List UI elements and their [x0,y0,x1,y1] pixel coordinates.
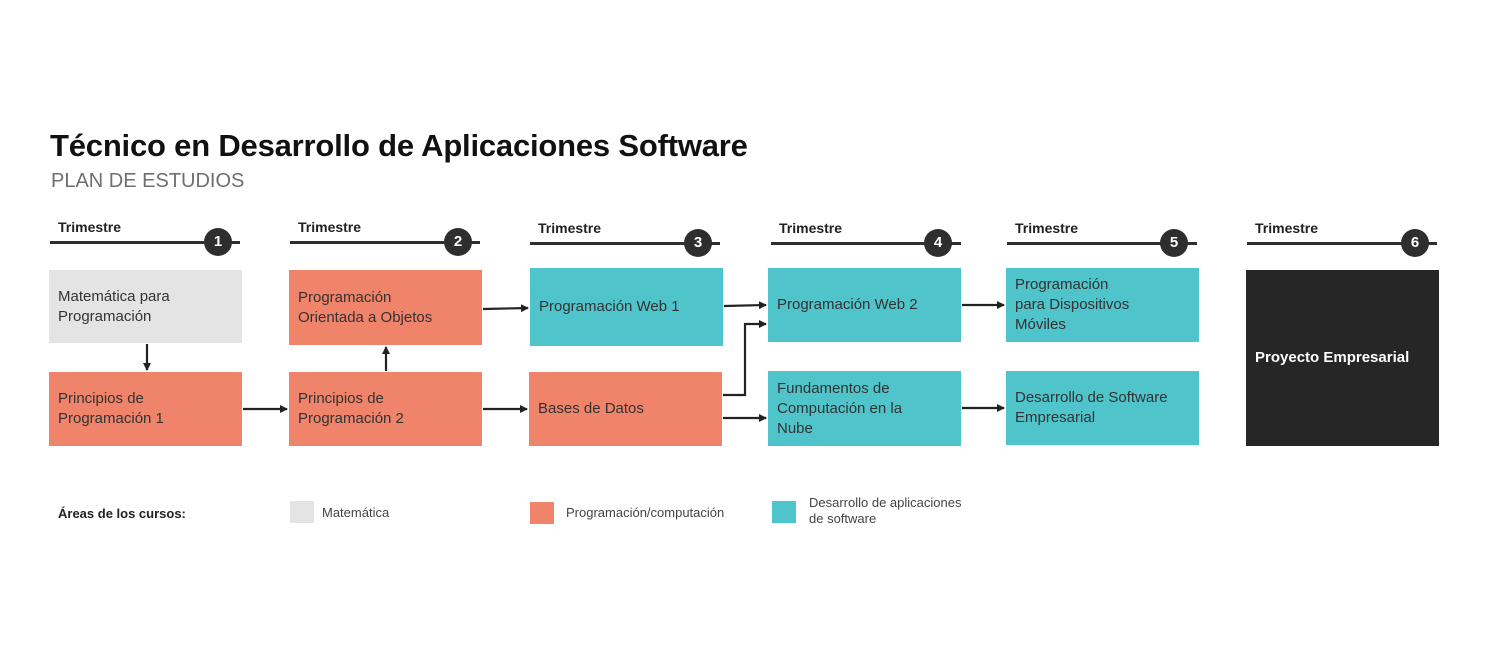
term-number-badge: 2 [444,228,472,256]
course-label: Programación Web 1 [539,298,680,315]
course-principios-programacion-2: Principios de Programación 2 [289,372,482,446]
term-divider [290,241,480,244]
course-fundamentos-computacion-nube: Fundamentos de Computación en la Nube [768,371,961,446]
term-header-2: Trimestre 2 [290,219,480,259]
course-programacion-dispositivos-moviles: Programación para Dispositivos Móviles [1006,268,1199,342]
legend-swatch-desarrollo [772,501,796,523]
course-proyecto-empresarial: Proyecto Empresarial [1246,270,1439,446]
course-programacion-web-1: Programación Web 1 [530,268,723,346]
term-number-badge: 5 [1160,229,1188,257]
arrow-poo-to-web1 [482,304,529,313]
legend-label-matematica: Matemática [322,505,390,520]
term-label: Trimestre [538,220,602,236]
course-label: Matemática para Programación [58,287,170,325]
course-label: Proyecto Empresarial [1255,349,1410,366]
legend-label-programacion: Programación/computación [566,505,725,520]
arrow-web1-to-web2 [723,301,767,310]
course-label: Bases de Datos [538,400,644,417]
term-header-4: Trimestre 4 [771,220,961,260]
course-label: Principios de Programación 2 [298,390,404,427]
course-label: Programación para Dispositivos Móviles [1015,276,1130,333]
term-label: Trimestre [1255,220,1319,236]
legend-swatch-programacion [530,502,554,524]
term-divider [530,242,720,245]
arrow-bases-to-web2 [723,320,767,397]
course-principios-programacion-1: Principios de Programación 1 [49,372,242,446]
term-label: Trimestre [779,220,843,236]
legend-title: Áreas de los cursos: [58,506,186,521]
term-divider [1007,242,1197,245]
term-divider [1247,242,1437,245]
course-desarrollo-software-empresarial: Desarrollo de Software Empresarial [1006,371,1199,445]
course-label: Programación Web 2 [777,296,918,313]
course-label: Desarrollo de Software Empresarial [1015,389,1168,426]
course-programacion-web-2: Programación Web 2 [768,268,961,342]
term-label: Trimestre [1015,220,1079,236]
course-programacion-orientada-objetos: Programación Orientada a Objetos [289,270,482,345]
term-number-badge: 1 [204,228,232,256]
term-label: Trimestre [298,219,362,235]
term-header-3: Trimestre 3 [530,220,720,260]
term-number-badge: 4 [924,229,952,257]
term-divider [50,241,240,244]
course-bases-de-datos: Bases de Datos [529,372,722,446]
legend-label-desarrollo: Desarrollo de aplicaciones de software [809,495,962,526]
term-divider [771,242,961,245]
term-label: Trimestre [58,219,122,235]
page-subtitle: PLAN DE ESTUDIOS [51,170,245,192]
term-header-6: Trimestre 6 [1247,220,1437,260]
term-header-1: Trimestre 1 [50,219,240,259]
term-number-badge: 3 [684,229,712,257]
legend-swatch-matematica [290,501,314,523]
term-header-5: Trimestre 5 [1007,220,1197,260]
course-matematica-programacion: Matemática para Programación [49,270,242,343]
course-label: Fundamentos de Computación en la Nube [777,379,903,437]
course-label: Principios de Programación 1 [58,390,164,427]
page-title: Técnico en Desarrollo de Aplicaciones So… [50,128,748,163]
term-number-badge: 6 [1401,229,1429,257]
course-label: Programación Orientada a Objetos [298,288,433,326]
